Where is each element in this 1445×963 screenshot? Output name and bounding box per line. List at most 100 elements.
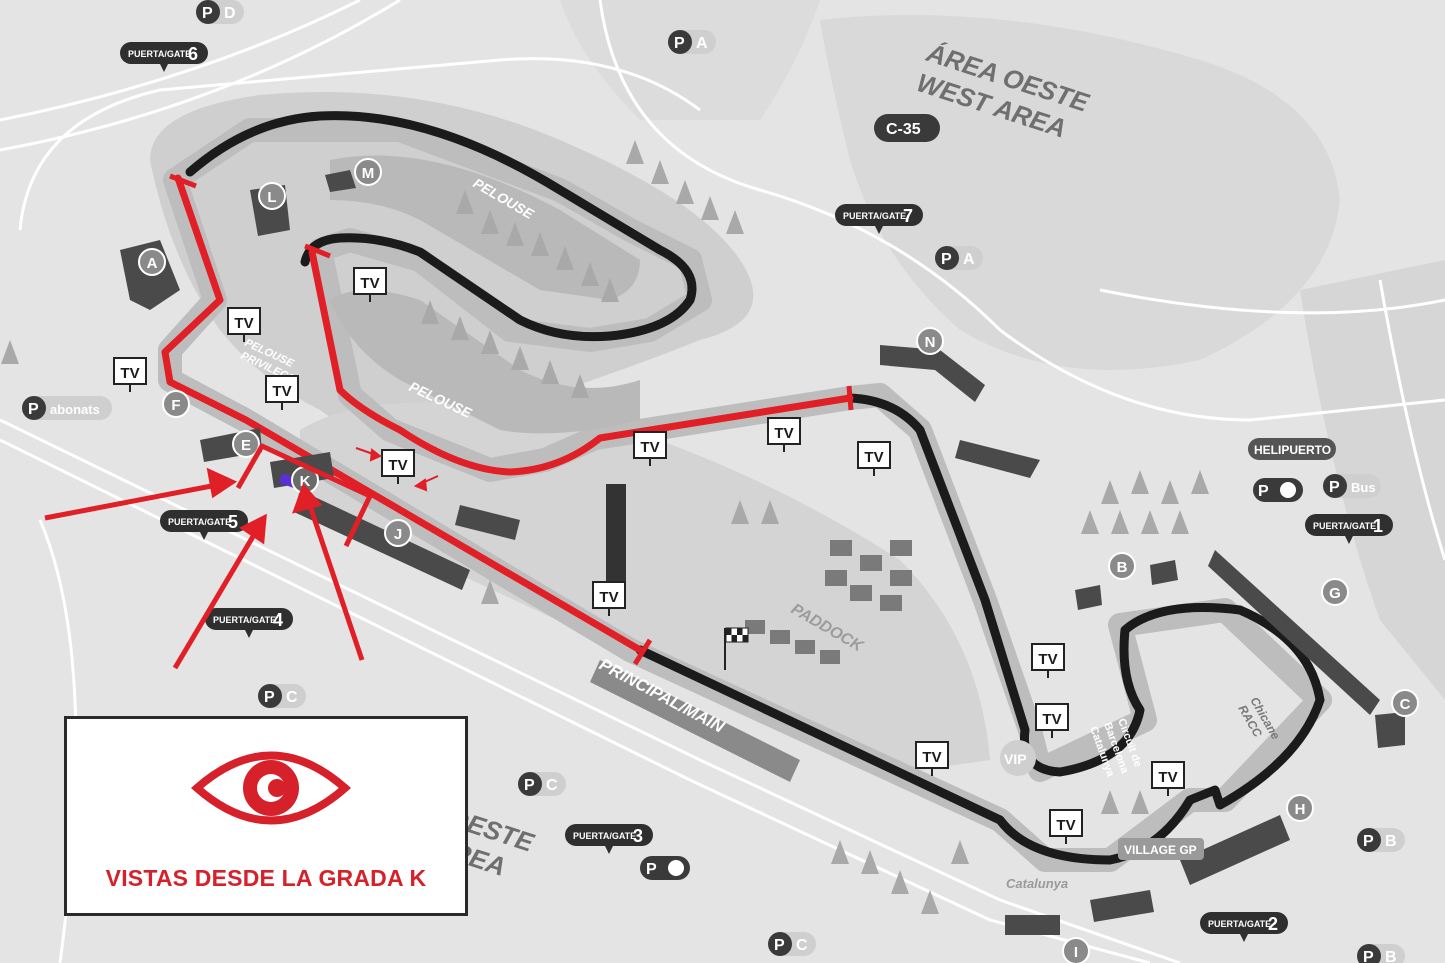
- tv-screen-7: TV: [767, 417, 801, 452]
- gate-5-number: 5: [228, 512, 238, 532]
- svg-text:J: J: [394, 526, 402, 543]
- west-area-zone: [820, 15, 1340, 370]
- svg-text:TV: TV: [120, 365, 139, 382]
- svg-text:N: N: [925, 334, 936, 351]
- timing-tower: [606, 484, 626, 594]
- caption-text: VISTAS DESDE LA GRADA K: [105, 865, 427, 891]
- catalunya-label: Catalunya: [1006, 876, 1068, 891]
- svg-text:TV: TV: [599, 589, 618, 606]
- helipuerto-text: HELIPUERTO: [1254, 443, 1331, 457]
- svg-text:TV: TV: [640, 439, 659, 456]
- svg-text:TV: TV: [360, 275, 379, 292]
- parking-p-icon: P: [674, 35, 685, 52]
- parking-p-icon: P: [202, 5, 213, 22]
- north-zone: [560, 0, 820, 120]
- gate-2-number: 2: [1268, 914, 1278, 934]
- svg-text:I: I: [1074, 944, 1078, 961]
- gate-7-text: PUERTA/GATE: [843, 211, 906, 221]
- svg-text:TV: TV: [922, 749, 941, 766]
- svg-text:TV: TV: [1158, 769, 1177, 786]
- parking-letter: B: [1385, 833, 1397, 850]
- tv-screen-6: TV: [633, 431, 667, 466]
- svg-text:P: P: [646, 861, 657, 878]
- parking-p-icon: P: [524, 777, 535, 794]
- svg-text:TV: TV: [774, 425, 793, 442]
- parking-letter: Bus: [1351, 480, 1376, 495]
- tv-screen-9: TV: [592, 581, 626, 616]
- svg-text:L: L: [267, 189, 276, 206]
- parking-p-icon: P: [941, 251, 952, 268]
- svg-text:M: M: [362, 165, 375, 182]
- grandstand-h: H: [1286, 794, 1314, 822]
- svg-text:B: B: [1117, 559, 1128, 576]
- parking-p-icon: P: [1363, 949, 1374, 963]
- parking-letter: abonats: [50, 402, 100, 417]
- grandstand-l: L: [258, 182, 286, 210]
- gate-4-number: 4: [273, 610, 283, 630]
- main-straight-building: [590, 660, 800, 782]
- svg-text:VILLAGE GP: VILLAGE GP: [1124, 843, 1197, 857]
- tv-screen-13: TV: [1049, 809, 1083, 844]
- parking-accessible-badge: P: [1253, 478, 1303, 502]
- parking-letter: C: [286, 689, 298, 706]
- parking-p-icon: P: [264, 689, 275, 706]
- paddock-buildings: [745, 540, 912, 664]
- tv-screen-3: TV: [113, 357, 147, 392]
- grandstand-a: A: [138, 248, 166, 276]
- village-badge: VILLAGE GP: [1118, 838, 1204, 860]
- svg-text:C: C: [1400, 696, 1411, 713]
- checkered-flag-icon: [724, 627, 749, 670]
- svg-text:TV: TV: [272, 383, 291, 400]
- svg-text:H: H: [1295, 801, 1306, 818]
- tv-screen-10: TV: [1031, 643, 1065, 678]
- caption-panel: VISTAS DESDE LA GRADA K: [64, 716, 468, 916]
- wheelchair-icon: [1280, 482, 1296, 498]
- parking-letter: C: [796, 937, 808, 954]
- tv-screen-5: TV: [381, 449, 415, 484]
- parking-p-icon: P: [1363, 833, 1374, 850]
- parking-accessible-badge-2: P: [640, 856, 690, 880]
- gate-7-number: 7: [903, 206, 913, 226]
- infield-south: [300, 402, 990, 770]
- parking-letter: A: [963, 251, 975, 268]
- gate-1-text: PUERTA/GATE: [1313, 521, 1376, 531]
- svg-text:P: P: [1258, 483, 1269, 500]
- svg-text:K: K: [300, 473, 311, 490]
- helipuerto-badge: [1248, 438, 1336, 460]
- grandstand-b: B: [1108, 552, 1136, 580]
- gate-3-number: 3: [633, 826, 643, 846]
- parking-letter: C: [546, 777, 558, 794]
- grandstand-j: J: [384, 519, 412, 547]
- svg-text:TV: TV: [1042, 711, 1061, 728]
- svg-text:TV: TV: [234, 315, 253, 332]
- gate-6-text: PUERTA/GATE: [128, 49, 191, 59]
- svg-text:TV: TV: [388, 457, 407, 474]
- tv-screen-1: TV: [353, 267, 387, 302]
- parking-letter: A: [696, 35, 708, 52]
- svg-text:TV: TV: [1056, 817, 1075, 834]
- gate-2-text: PUERTA/GATE: [1208, 919, 1271, 929]
- tv-screen-2: TV: [227, 307, 261, 342]
- grandstand-e: E: [232, 430, 260, 458]
- tv-screen-14: TV: [1151, 761, 1185, 796]
- grandstand-n: N: [916, 327, 944, 355]
- svg-text:A: A: [147, 255, 158, 272]
- svg-text:G: G: [1329, 585, 1341, 602]
